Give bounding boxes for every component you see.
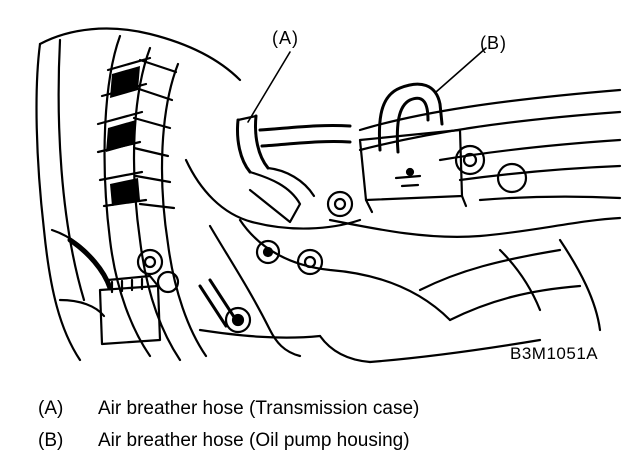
electrical-connector — [58, 237, 162, 346]
oil-pump-housing — [184, 158, 582, 364]
legend-key: (B) — [38, 430, 64, 451]
transmission-case — [35, 27, 242, 362]
callout-b: (B) — [480, 33, 507, 53]
legend-key: (A) — [38, 398, 64, 419]
leader-line-b — [435, 47, 487, 93]
air-breather-hose-b — [358, 82, 468, 214]
transmission-line-drawing — [35, 27, 622, 364]
legend-text: Air breather hose (Oil pump housing) — [98, 430, 410, 451]
leader-lines — [247, 47, 487, 123]
figure-code: B3M1051A — [510, 344, 599, 363]
leader-line-a — [247, 51, 291, 123]
engine-block — [328, 88, 622, 332]
legend-text: Air breather hose (Transmission case) — [98, 398, 420, 419]
callout-a: (A) — [272, 28, 299, 48]
legend-item-b: (B) Air breather hose (Oil pump housing) — [38, 430, 410, 452]
mounting-bolts — [136, 190, 354, 334]
air-breather-hose-a — [236, 114, 352, 224]
legend-item-a: (A) Air breather hose (Transmission case) — [38, 398, 419, 420]
